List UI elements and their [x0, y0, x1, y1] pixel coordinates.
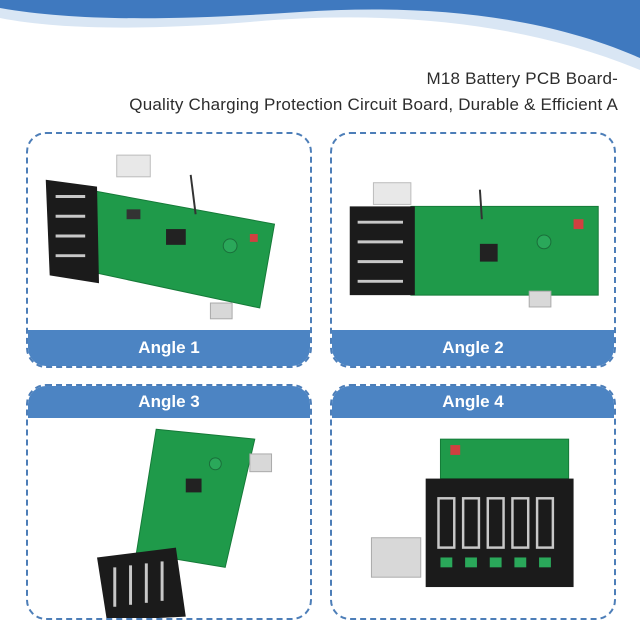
angle-4-label: Angle 4 — [332, 386, 614, 418]
angle-2-panel: Angle 2 — [330, 132, 616, 368]
angle-3-label: Angle 3 — [28, 386, 310, 418]
pcb-photo-angle-3 — [28, 418, 310, 618]
angle-1-panel: Angle 1 — [26, 132, 312, 368]
title-line-2: Quality Charging Protection Circuit Boar… — [129, 95, 618, 114]
page-title: M18 Battery PCB Board- Quality Charging … — [129, 66, 618, 118]
angle-4-panel: Angle 4 — [330, 384, 616, 620]
angle-2-label: Angle 2 — [332, 330, 614, 366]
angle-1-label: Angle 1 — [28, 330, 310, 366]
pcb-photo-angle-1 — [28, 134, 310, 334]
angle-3-panel: Angle 3 — [26, 384, 312, 620]
pcb-photo-angle-2 — [332, 134, 614, 334]
pcb-photo-angle-4 — [332, 418, 614, 618]
title-line-1: M18 Battery PCB Board- — [426, 69, 618, 88]
header-wave-decoration — [0, 0, 640, 70]
